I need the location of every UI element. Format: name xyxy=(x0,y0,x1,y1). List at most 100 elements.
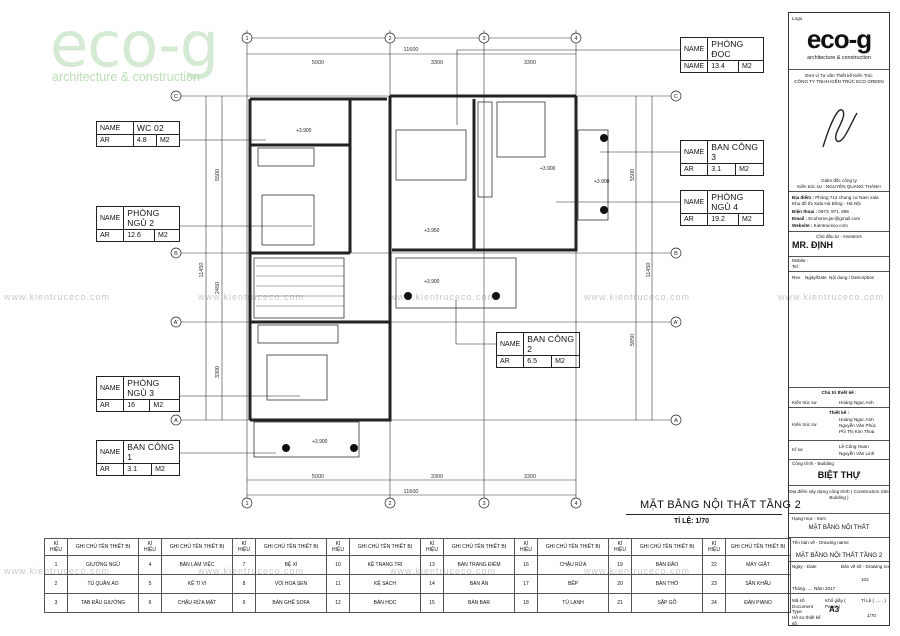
schedule-cell-num: 21 xyxy=(608,593,632,613)
dim-right-seg: 5950 xyxy=(630,334,636,346)
tb-eng-name: Lê Công Hoan xyxy=(839,444,869,449)
tb-hs-label: Hồ sơ thiết kế số xyxy=(792,615,821,626)
tb-address-line: Địa điểm : Phòng 712 chung cư Nam xala K… xyxy=(792,195,887,206)
room-name: PHÒNG NGỦ 3 xyxy=(123,376,180,400)
room-unit: M2 xyxy=(155,134,181,147)
room-unit: M2 xyxy=(735,163,764,176)
watermark: www.kientruceco.com xyxy=(778,292,885,302)
tb-site-label: Địa điểm xây dựng công trình ( Construct… xyxy=(789,489,889,500)
tb-rev-label: Rev xyxy=(792,275,801,280)
tb-month: Tháng ..... Năm 2017 xyxy=(792,586,836,591)
walls xyxy=(248,94,578,422)
schedule-header-name: GHI CHÚ TÊN THIẾT BỊ xyxy=(537,538,609,556)
tb-email-label: Email : xyxy=(792,216,808,221)
tag-label: NAME xyxy=(95,440,125,464)
schedule-header-name: GHI CHÚ TÊN THIẾT BỊ xyxy=(443,538,515,556)
tb-phone: 0973. 971. 896 xyxy=(818,209,849,214)
dimension-values: 11600 5000 3300 3300 5000 3300 3300 1160… xyxy=(199,47,652,495)
schedule-cell-num: 15 xyxy=(420,593,444,613)
watermark: www.kientruceco.com xyxy=(4,292,111,302)
schedule-cell-name: BÀN BAR xyxy=(443,593,515,613)
room-area: 16 xyxy=(123,399,151,412)
plan-title-underline xyxy=(626,514,782,515)
tb-design-role: Kiến trúc sư xyxy=(792,422,817,427)
light-fixtures xyxy=(282,134,608,452)
schedule-cell-name: TỦ QUẦN ÁO xyxy=(67,574,139,594)
dim-bottom-total: 11600 xyxy=(404,489,419,495)
tb-drawing-label: Tên bản vẽ - Drawing name xyxy=(792,540,849,545)
schedule-cell-name: BÀN HỌC xyxy=(349,593,421,613)
schedule-cell-name: KỆ TRANG TRÍ xyxy=(349,555,421,575)
tag-code: AR xyxy=(96,134,134,147)
schedule-cell-num: 1 xyxy=(44,555,68,575)
schedule-cell-name: KỆ SÁCH xyxy=(349,574,421,594)
room-area: 12.6 xyxy=(123,229,156,242)
schedule-header-num: KÍ HIỆU xyxy=(44,538,68,556)
dim-bottom-seg: 3300 xyxy=(431,474,443,480)
schedule-cell-name: BÀN ĂN xyxy=(443,574,515,594)
schedule-cell-num: 11 xyxy=(326,574,350,594)
interior-lines xyxy=(253,101,609,458)
schedule-cell-name: CHẬU RỬA MẶT xyxy=(161,593,233,613)
schedule-header-num: KÍ HIỆU xyxy=(702,538,726,556)
brand-tagline: architecture & construction xyxy=(52,70,200,84)
tag-label: NAME xyxy=(95,376,125,400)
schedule-cell-num: 3 xyxy=(44,593,68,613)
tag-label: NAME xyxy=(495,332,525,356)
schedule-cell-name: BÀN ĐẢO xyxy=(631,555,703,575)
schedule-header-name: GHI CHÚ TÊN THIẾT BỊ xyxy=(67,538,139,556)
tag-label: NAME xyxy=(96,121,134,135)
schedule-cell-name: ĐÀN PIANO xyxy=(725,593,791,613)
level-mark: +3.900 xyxy=(424,279,440,285)
grid-col-label: 3 xyxy=(482,501,485,507)
tb-paper: A3 xyxy=(829,605,840,614)
tb-scale: 1/70 xyxy=(867,613,876,618)
brand-logo: eco-g xyxy=(50,8,219,81)
grid-row-label: A xyxy=(174,418,178,424)
tb-scale-label: Tỉ Lệ ( ...... ) xyxy=(861,598,886,603)
schedule-cell-num: 8 xyxy=(232,574,256,594)
tb-chief-role: Kiến trúc sư xyxy=(792,400,817,405)
tb-website-label: Website : xyxy=(792,223,813,228)
tb-chief-label: Chủ trì thiết kế : xyxy=(821,390,857,395)
schedule-cell-name: TAB ĐẦU GIƯỜNG xyxy=(67,593,139,613)
plan-scale: TỈ LỆ: 1/70 xyxy=(674,518,710,525)
tag-code: AR xyxy=(495,355,525,368)
tb-website: Kientruceco.com xyxy=(813,223,848,228)
level-mark: +3.950 xyxy=(424,228,440,234)
room-unit: M2 xyxy=(738,213,764,226)
schedule-header-num: KÍ HIỆU xyxy=(232,538,256,556)
tb-design-name: Nguyễn Văn Phúc xyxy=(839,423,877,428)
tag-label: NAME xyxy=(679,140,709,164)
schedule-header-num: KÍ HIỆU xyxy=(138,538,162,556)
schedule-cell-num: 4 xyxy=(138,555,162,575)
tb-consultant: CÔNG TY TNHH KIẾN TRÚC ECO GREEN xyxy=(794,79,884,84)
schedule-cell-num: 9 xyxy=(232,593,256,613)
schedule-cell-name: KỆ TI VI xyxy=(161,574,233,594)
room-name: BAN CÔNG 2 xyxy=(523,332,580,356)
watermark: www.kientruceco.com xyxy=(390,292,497,302)
grid-col-label: 2 xyxy=(388,36,391,42)
grid-col-label: 1 xyxy=(245,501,248,507)
schedule-cell-num: 10 xyxy=(326,555,350,575)
leader-lines xyxy=(180,49,680,454)
room-unit: M2 xyxy=(551,355,580,368)
room-name: BAN CÔNG 1 xyxy=(123,440,180,464)
schedule-cell-name: BÀN LÀM VIỆC xyxy=(161,555,233,575)
grid-bubbles xyxy=(170,32,682,509)
tag-code: AR xyxy=(95,399,125,412)
tb-phone-line: Điện thoại : 0973. 971. 896 xyxy=(792,209,849,215)
tag-label: NAME xyxy=(95,206,125,230)
level-marks: +3.900 +3.900 +3.950 +3.900 +3.900 +3.90… xyxy=(296,128,610,445)
tag-code: NAME xyxy=(679,60,709,73)
schedule-cell-num: 20 xyxy=(608,574,632,594)
tb-mobile-label: Mobile : xyxy=(792,258,809,263)
tb-consultant-label: Đơn vị Tư vấn Thiết kế Kiến Trúc xyxy=(805,73,873,78)
title-block: Logo eco-g architecture & construction Đ… xyxy=(788,12,890,626)
tb-investor-label: Chủ đầu tư - Investors xyxy=(816,234,862,239)
